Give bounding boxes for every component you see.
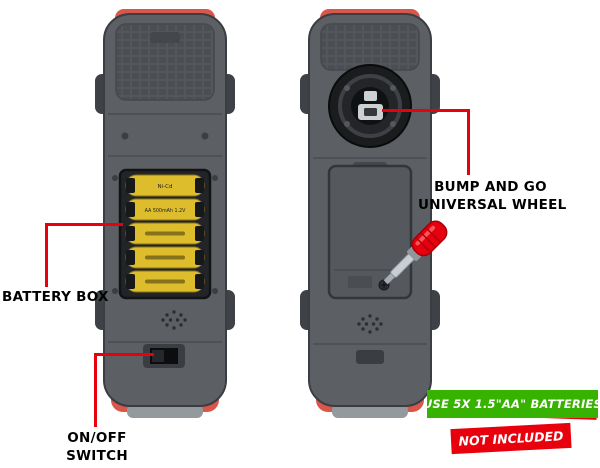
chassis-texture: [115, 23, 215, 101]
battery-cover: [327, 162, 413, 300]
wheel-callout-line-h: [382, 109, 470, 112]
chassis-texture: [320, 23, 420, 71]
speaker-grille: [357, 314, 383, 334]
switch-callout-line-h: [94, 353, 154, 356]
universal-wheel-label: BUMP AND GO UNIVERSAL WHEEL: [418, 179, 567, 214]
chassis-slot: [150, 32, 180, 43]
use-batteries-badge: USE 5X 1.5"AA" BATTERIES: [423, 390, 600, 418]
battery-label: AA 500mAh 1.2V: [145, 208, 187, 214]
universal-wheel: [328, 64, 412, 148]
battery-box: Ni-Cd AA 500mAh 1.2V: [112, 168, 218, 300]
battery-label: Ni-Cd: [158, 184, 173, 190]
wheel-callout-line-v: [467, 109, 470, 175]
screwdriver-icon: [366, 206, 462, 302]
speaker-grille: [161, 310, 187, 330]
battery-box-label: BATTERY BOX: [2, 289, 109, 305]
bottom-recess: [356, 350, 384, 364]
aa-battery: [125, 222, 205, 245]
aa-battery: AA 500mAh 1.2V: [125, 198, 205, 221]
universal-wheel-label-line1: BUMP AND GO: [434, 179, 547, 195]
on-off-switch: [143, 344, 185, 368]
screw: [201, 132, 209, 140]
aa-battery: [125, 270, 205, 293]
bus-underside-right: [300, 8, 440, 420]
on-off-switch-label-line2: SWITCH: [66, 447, 128, 464]
bus-underside-left: Ni-Cd AA 500mAh 1.2V: [95, 8, 235, 420]
battery-box-callout-line-h: [45, 223, 123, 226]
rear-lip: [127, 404, 203, 418]
switch-callout-line-v: [94, 353, 97, 427]
on-off-switch-label: ON/OFF SWITCH: [54, 430, 140, 465]
battery-box-callout-line-v: [45, 223, 48, 287]
screw: [121, 132, 129, 140]
on-off-switch-label-line1: ON/OFF: [67, 430, 127, 446]
aa-battery: Ni-Cd: [125, 174, 205, 197]
not-included-badge: NOT INCLUDED: [450, 422, 572, 455]
rear-lip: [332, 404, 408, 418]
universal-wheel-label-line2: UNIVERSAL WHEEL: [418, 196, 567, 213]
aa-battery: [125, 246, 205, 269]
